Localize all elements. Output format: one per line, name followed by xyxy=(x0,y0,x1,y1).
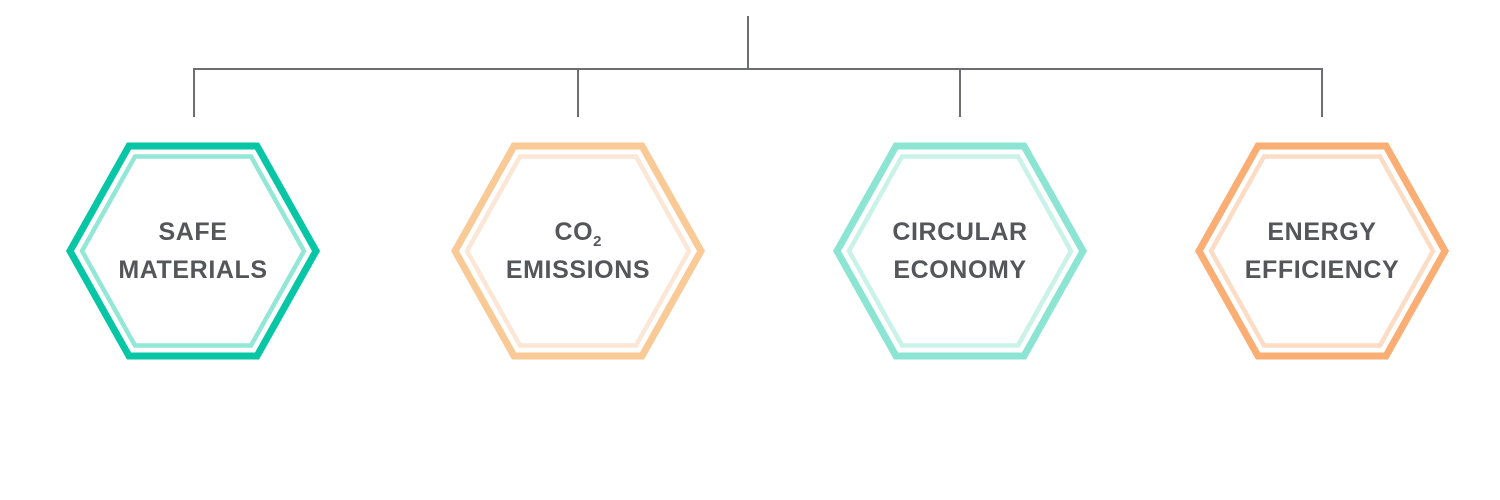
connector-drop-safe-materials xyxy=(193,69,195,117)
node-label-line1: SAFE xyxy=(158,218,228,246)
connector-drop-circular-economy xyxy=(959,69,961,117)
node-label-line1: ENERGY xyxy=(1267,218,1377,246)
node-label-line1: CIRCULAR xyxy=(892,218,1028,246)
node-label: ENERGY EFFICIENCY xyxy=(1192,138,1452,364)
co2-subscript: 2 xyxy=(593,233,602,250)
hexagon-inner-outline xyxy=(1208,154,1436,348)
node-label: CIRCULAR ECONOMY xyxy=(830,138,1090,364)
hexagon-outline-icon xyxy=(65,142,321,360)
hexagon-inner-outline xyxy=(846,154,1074,348)
hexagon-outer-outline xyxy=(1194,142,1450,360)
connector-root-stub xyxy=(747,16,749,69)
node-label-line2: ECONOMY xyxy=(893,256,1027,284)
hexagon-inner-outline xyxy=(464,154,692,348)
node-label-line2: EFFICIENCY xyxy=(1244,256,1400,284)
hexagon-outer-outline xyxy=(450,142,706,360)
node-label-line2: MATERIALS xyxy=(118,256,268,284)
connector-horizontal-rail xyxy=(193,68,1323,70)
node-label: CO2 EMISSIONS xyxy=(448,138,708,364)
hexagon-outline-icon xyxy=(1194,142,1450,360)
node-label-line1: CO2 xyxy=(554,213,601,251)
hexagon-outline-icon xyxy=(832,142,1088,360)
node-co2-emissions: CO2 EMISSIONS xyxy=(448,138,708,364)
connector-drop-energy-efficiency xyxy=(1321,69,1323,117)
node-label: SAFE MATERIALS xyxy=(63,138,323,364)
connector-drop-co2-emissions xyxy=(577,69,579,117)
hexagon-outer-outline xyxy=(832,142,1088,360)
hexagon-outline-icon xyxy=(450,142,706,360)
node-safe-materials: SAFE MATERIALS xyxy=(63,138,323,364)
hexagon-inner-outline xyxy=(79,154,307,348)
node-energy-efficiency: ENERGY EFFICIENCY xyxy=(1192,138,1452,364)
co2-text: CO xyxy=(554,218,594,246)
node-label-line2: EMISSIONS xyxy=(505,256,651,284)
hexagon-outer-outline xyxy=(65,142,321,360)
node-circular-economy: CIRCULAR ECONOMY xyxy=(830,138,1090,364)
